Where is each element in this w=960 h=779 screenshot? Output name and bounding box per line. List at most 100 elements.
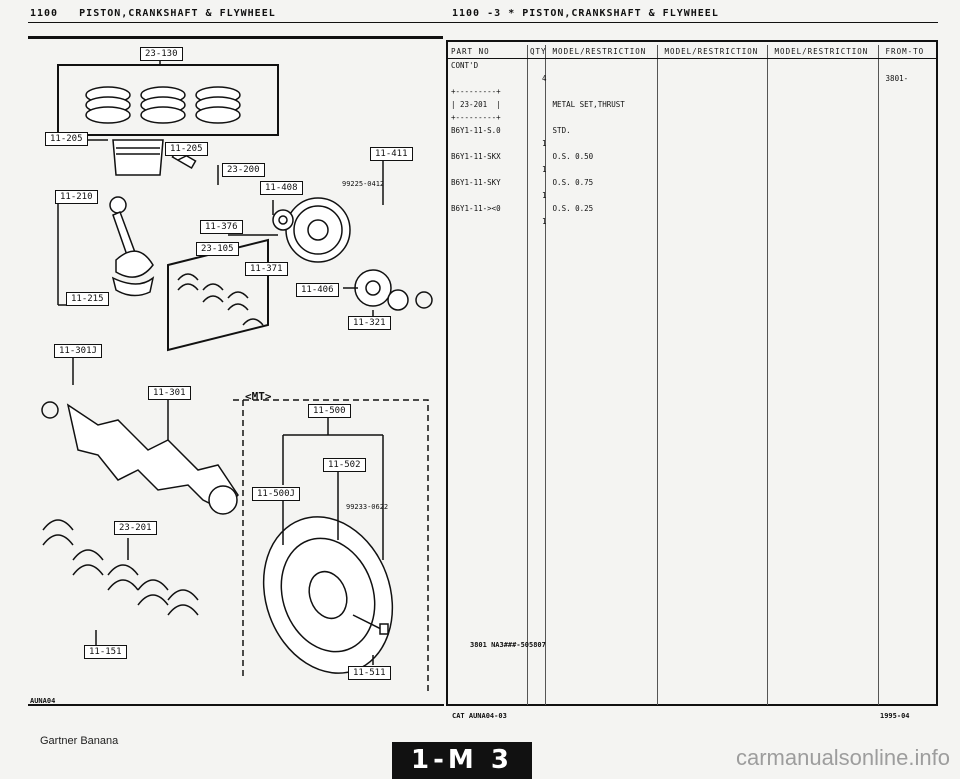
- parts-table: PART NO QTY MODEL/RESTRICTION MODEL/REST…: [448, 45, 938, 228]
- cell-model-2: [662, 202, 772, 215]
- cell-model-2: [662, 72, 772, 85]
- cell-from-to: [883, 124, 938, 137]
- callout-11-376: 11-376: [200, 220, 243, 234]
- catalog-code: CAT AUNA04-03: [452, 712, 507, 720]
- cell-model-3: [772, 98, 883, 111]
- left-bottom-rule: [28, 704, 444, 706]
- cell-part-no: +---------+: [451, 87, 501, 96]
- right-header-title: PISTON,CRANKSHAFT & FLYWHEEL: [522, 8, 719, 19]
- cell-from-to: [883, 59, 938, 73]
- cell-model-3: [772, 176, 883, 189]
- callout-11-205-a: 11-205: [45, 132, 88, 146]
- callout-11-502: 11-502: [323, 458, 366, 472]
- table-footnote: 3801 NA3###-505807: [470, 641, 546, 649]
- cell-model-2: [662, 163, 772, 176]
- cell-qty: [527, 59, 550, 73]
- callout-11-321: 11-321: [348, 316, 391, 330]
- callout-11-500: 11-500: [308, 404, 351, 418]
- cell-qty: 1: [542, 165, 547, 174]
- header-qty: QTY: [527, 45, 550, 59]
- exploded-parts-diagram: [41, 60, 433, 695]
- callout-11-301j: 11-301J: [54, 344, 102, 358]
- cell-qty: [527, 85, 550, 98]
- left-section-code: 1100: [30, 8, 59, 19]
- callout-11-411: 11-411: [370, 147, 413, 161]
- cell-model-3: [772, 202, 883, 215]
- header-from-to: FROM-TO: [882, 45, 938, 59]
- left-header-title: PISTON,CRANKSHAFT & FLYWHEEL: [79, 8, 276, 19]
- site-watermark: carmanualsonline.info: [735, 745, 950, 770]
- cell-model-3: [772, 137, 883, 150]
- cell-from-to: [883, 111, 938, 124]
- table-row: +---------+: [448, 85, 938, 98]
- cell-from-to: [883, 215, 938, 228]
- callout-11-151: 11-151: [84, 645, 127, 659]
- cell-from-to: [883, 150, 938, 163]
- callout-11-371: 11-371: [245, 262, 288, 276]
- callout-23-105: 23-105: [196, 242, 239, 256]
- callout-23-201: 23-201: [114, 521, 157, 535]
- cell-model-2: [662, 111, 772, 124]
- cell-qty: [527, 124, 550, 137]
- right-top-rule: [446, 40, 938, 42]
- part-number-99233: 99233-0622: [346, 503, 389, 511]
- table-row: +---------+: [448, 111, 938, 124]
- cell-description: [550, 59, 662, 73]
- cell-part-no: B6Y1-11-SKY: [451, 178, 501, 187]
- cell-model-2: [662, 150, 772, 163]
- header-rule: [28, 22, 938, 23]
- cell-description: [550, 111, 662, 124]
- table-left-border: [446, 40, 448, 705]
- cell-part-no: B6Y1-11-><0: [451, 204, 501, 213]
- callout-23-200: 23-200: [222, 163, 265, 177]
- callout-11-301: 11-301: [148, 386, 191, 400]
- cell-part-no: [448, 72, 527, 85]
- cell-model-2: [662, 137, 772, 150]
- cell-model-2: [662, 176, 772, 189]
- table-bottom-border: [446, 704, 938, 706]
- table-row: CONT'D: [448, 59, 938, 73]
- col-sep-model3: [767, 45, 768, 705]
- bearing-box: [167, 238, 269, 352]
- cell-model-3: [772, 59, 883, 73]
- table-row: 1: [448, 137, 938, 150]
- reference-z-icon-2: [41, 401, 59, 419]
- cell-model-3: [772, 163, 883, 176]
- table-header-row: PART NO QTY MODEL/RESTRICTION MODEL/REST…: [448, 45, 938, 59]
- cell-from-to: [883, 176, 938, 189]
- cell-part-no: [448, 189, 527, 202]
- callout-11-511: 11-511: [348, 666, 391, 680]
- header-model-2: MODEL/RESTRICTION: [661, 45, 772, 59]
- cell-model-2: [662, 124, 772, 137]
- cell-model-3: [772, 85, 883, 98]
- connecting-rod-icon: [109, 196, 155, 297]
- header-model-1: MODEL/RESTRICTION: [549, 45, 662, 59]
- cell-description: [550, 85, 662, 98]
- cell-part-no: +---------+: [451, 113, 501, 122]
- cell-from-to: [883, 202, 938, 215]
- cell-model-3: [772, 189, 883, 202]
- cell-from-to: [883, 85, 938, 98]
- callout-11-500j: 11-500J: [252, 487, 300, 501]
- cell-part-no: [448, 137, 527, 150]
- mt-dashed-border: [233, 399, 429, 695]
- right-page-number: -3: [487, 8, 502, 19]
- cell-qty: [527, 111, 550, 124]
- mt-label: <MT>: [245, 390, 272, 403]
- cell-model-3: [772, 215, 883, 228]
- callout-11-210: 11-210: [55, 190, 98, 204]
- flywheel-icon: [262, 516, 394, 674]
- cell-from-to: [883, 163, 938, 176]
- cell-part-no: | 23-201 |: [451, 100, 501, 109]
- callout-11-406: 11-406: [296, 283, 339, 297]
- callout-11-215: 11-215: [66, 292, 109, 306]
- bearing-shell-icon: [177, 273, 264, 326]
- cell-model-2: [662, 59, 772, 73]
- cell-part-no: [448, 215, 527, 228]
- part-number-99225: 99225-0412: [342, 180, 385, 188]
- cell-model-2: [662, 98, 772, 111]
- cell-qty: 1: [542, 139, 547, 148]
- piston-rings-box: [57, 64, 279, 136]
